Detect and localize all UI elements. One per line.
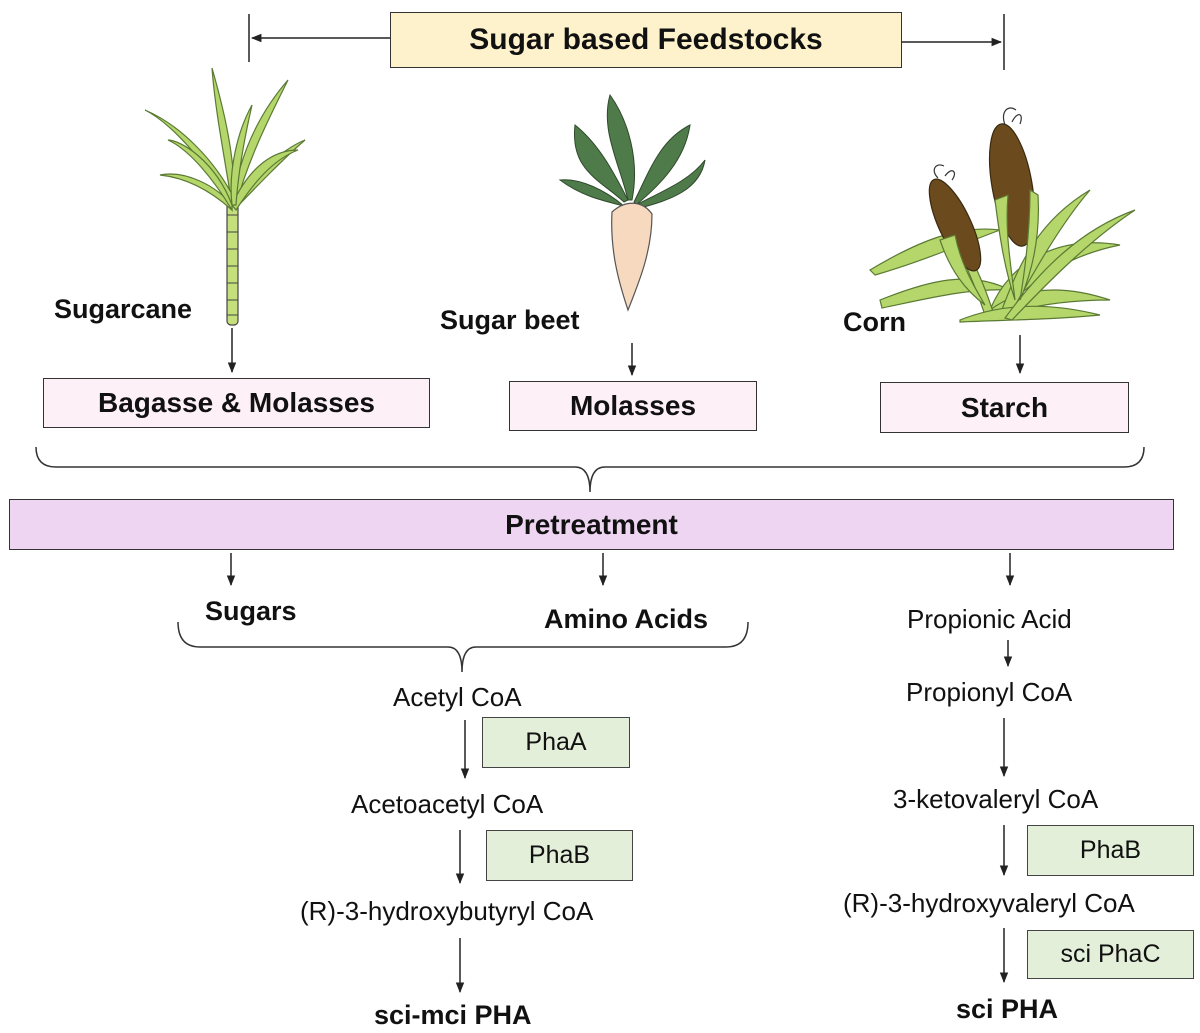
product-sci-pha: sci PHA (956, 994, 1059, 1024)
product-starch-label: Starch (960, 391, 1049, 423)
pretreatment-box: Pretreatment (9, 499, 1174, 550)
pretreatment-arrows (226, 553, 1015, 587)
product-starch: Starch (880, 382, 1129, 433)
enzyme-phab-left: PhaB (486, 830, 633, 881)
sugar-beet-illustration (558, 93, 706, 312)
product-bagasse-molasses-label: Bagasse & Molasses (97, 387, 376, 418)
metabolite-propionyl-coa: Propionyl CoA (906, 677, 1073, 707)
metabolite-ketovaleryl-coa: 3-ketovaleryl CoA (893, 784, 1099, 814)
enzyme-phaa-label: PhaA (525, 728, 587, 756)
corn-illustration (869, 107, 1136, 323)
products-brace (35, 446, 1145, 493)
feedstock-sugarcane: Sugarcane (54, 294, 193, 324)
metabolite-acetyl-coa: Acetyl CoA (393, 682, 522, 712)
sugars-amino-brace (177, 621, 749, 673)
product-bagasse-molasses: Bagasse & Molasses (43, 378, 430, 428)
output-propionic-acid: Propionic Acid (907, 604, 1072, 634)
title-arrows (248, 14, 1005, 70)
feedstock-corn: Corn (843, 307, 906, 337)
title-text: Sugar based Feedstocks (469, 23, 823, 56)
metabolite-hydroxybutyryl-coa: (R)-3-hydroxybutyryl CoA (300, 896, 594, 926)
product-molasses-label: Molasses (569, 390, 697, 421)
sugarcane-illustration (144, 67, 306, 326)
enzyme-phab-right: PhaB (1027, 825, 1194, 876)
output-amino-acids: Amino Acids (544, 604, 709, 634)
enzyme-phab-right-label: PhaB (1079, 836, 1142, 864)
product-molasses: Molasses (509, 381, 757, 431)
feedstock-to-product-arrows (227, 328, 1025, 377)
left-pathway-arrows (455, 720, 470, 994)
product-sci-mci-pha: sci-mci PHA (374, 1000, 532, 1030)
right-pathway-arrows (999, 640, 1013, 984)
title-box: Sugar based Feedstocks (390, 12, 902, 68)
enzyme-sci-phac: sci PhaC (1027, 930, 1194, 979)
output-sugars: Sugars (205, 596, 297, 626)
enzyme-sci-phac-label: sci PhaC (1060, 940, 1161, 968)
pretreatment-label: Pretreatment (505, 508, 678, 540)
enzyme-phab-left-label: PhaB (528, 841, 591, 869)
metabolite-hydroxyvaleryl-coa: (R)-3-hydroxyvaleryl CoA (843, 888, 1135, 918)
feedstock-sugar-beet: Sugar beet (440, 305, 580, 335)
metabolite-acetoacetyl-coa: Acetoacetyl CoA (351, 789, 544, 819)
enzyme-phaa: PhaA (482, 717, 630, 768)
